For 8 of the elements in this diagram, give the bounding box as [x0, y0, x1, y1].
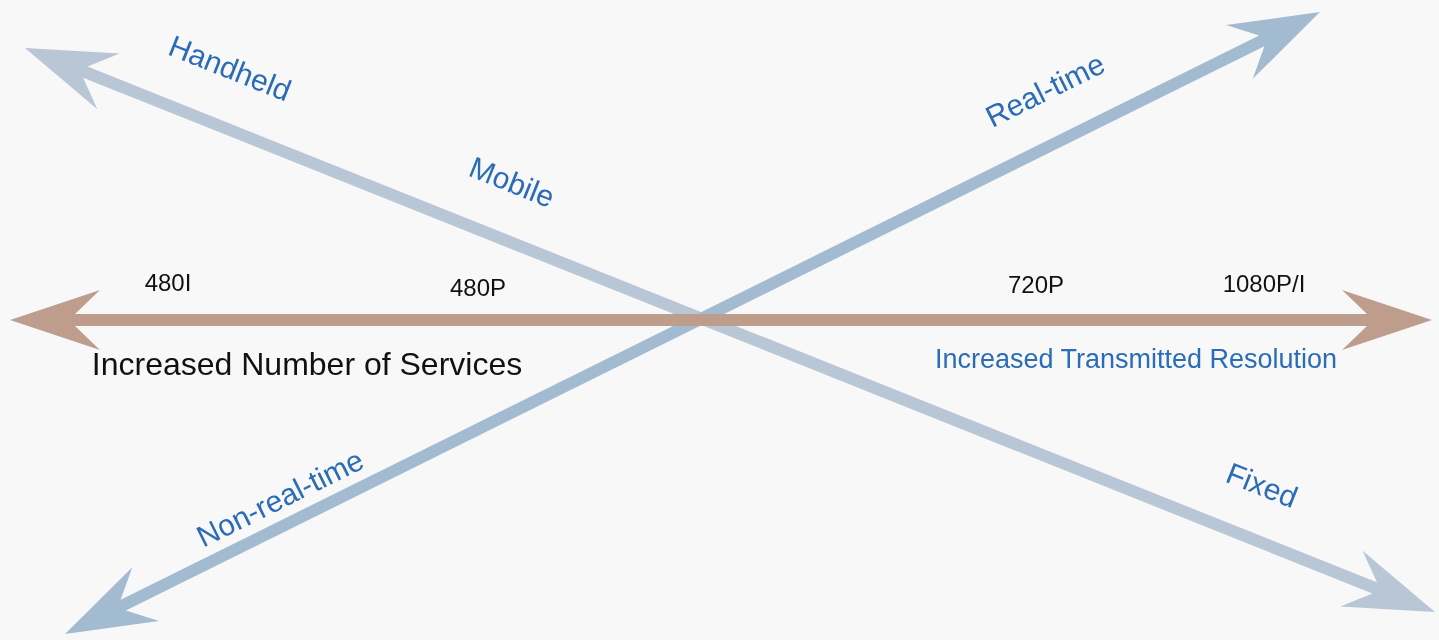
axis-label: Increased Transmitted Resolution: [934, 345, 1338, 375]
resolution-label: 480I: [144, 269, 192, 297]
axis-label: Mobile: [464, 150, 560, 214]
resolution-label: 1080P/I: [1222, 270, 1306, 298]
axis-label: Increased Number of Services: [91, 347, 523, 383]
resolution-label: 720P: [1007, 271, 1065, 299]
resolution-label: 480P: [449, 274, 507, 302]
axis-label: Fixed: [1221, 456, 1303, 514]
